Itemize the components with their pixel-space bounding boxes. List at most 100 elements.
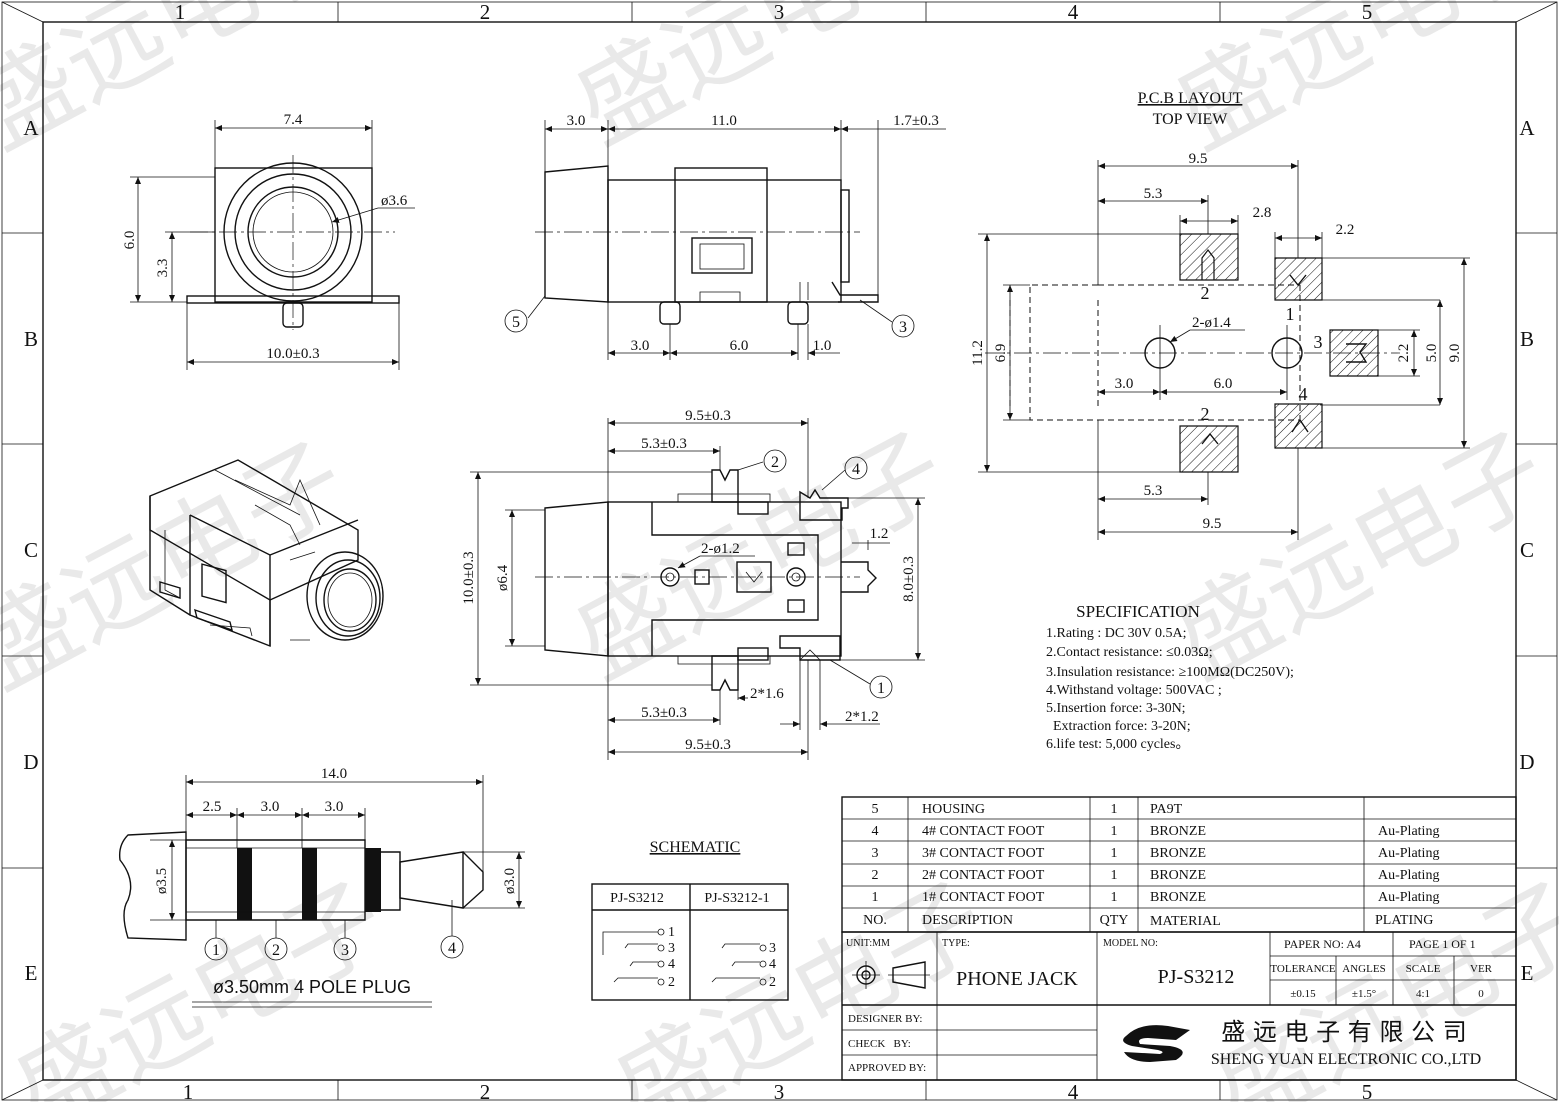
schematic-pin: 3 bbox=[668, 941, 675, 956]
dim-label: 3.0 bbox=[1115, 376, 1134, 392]
bom-cell: Au-Plating bbox=[1378, 890, 1439, 905]
bom-cell: 1 bbox=[1111, 846, 1118, 861]
balloon-number: 3 bbox=[899, 319, 907, 336]
bom-header-cell: NO. bbox=[863, 913, 887, 928]
plug-caption: ø3.50mm 4 POLE PLUG bbox=[213, 977, 411, 997]
dim-label: 9.5 bbox=[1189, 151, 1208, 167]
bom-cell: Au-Plating bbox=[1378, 868, 1439, 883]
bottom-view: 9.5±0.3 5.3±0.3 10.0±0.3 ø6.4 2-ø1.2 1.2… bbox=[461, 408, 925, 760]
paper-label: PAPER NO: A4 bbox=[1284, 937, 1361, 951]
zone-row-label: B bbox=[1520, 327, 1534, 351]
balloon bbox=[264, 937, 288, 961]
schematic-pin: 4 bbox=[769, 957, 776, 972]
balloon-number: 1 bbox=[877, 680, 885, 697]
zone-row-label: E bbox=[25, 961, 38, 985]
unit-label: UNIT:MM bbox=[846, 938, 890, 949]
plug-insulator-ring bbox=[302, 848, 317, 920]
schematic-title: SCHEMATIC bbox=[650, 839, 741, 856]
bom-cell: 1 bbox=[1111, 890, 1118, 905]
zone-col-label: 4 bbox=[1068, 1080, 1079, 1102]
dim-label: 1.0 bbox=[813, 338, 832, 354]
bom-table: 5 HOUSING 1 PA9T 4 4# CONTACT FOOT 1 BRO… bbox=[841, 796, 1517, 933]
dim-label: 6.0 bbox=[122, 231, 138, 250]
scale-value: 4:1 bbox=[1416, 988, 1430, 1000]
watermark-text: 盛远电子 bbox=[556, 410, 964, 701]
bom-cell: Au-Plating bbox=[1378, 846, 1439, 861]
dim-label: 1.2 bbox=[870, 526, 889, 542]
zone-col-label: 2 bbox=[480, 0, 491, 24]
balloon-number: 5 bbox=[512, 314, 520, 331]
bom-cell: Au-Plating bbox=[1378, 824, 1439, 839]
dim-label: 3.0 bbox=[567, 113, 586, 129]
dim-label: 2*1.6 bbox=[750, 686, 784, 702]
balloon bbox=[763, 449, 787, 473]
bom-cell: BRONZE bbox=[1150, 890, 1206, 905]
side-view: 3.0 11.0 1.7±0.3 3.0 6.0 1.0 5 3 bbox=[504, 113, 946, 360]
bom-cell: 1 bbox=[1111, 868, 1118, 883]
pad-label: 4 bbox=[1299, 384, 1308, 404]
bom-cell: HOUSING bbox=[922, 802, 985, 817]
zone-row-label: E bbox=[1521, 961, 1534, 985]
balloon bbox=[504, 309, 528, 333]
zone-row-label: A bbox=[23, 116, 39, 140]
dim-label: 6.9 bbox=[993, 344, 1009, 363]
zone-col-label: 5 bbox=[1362, 0, 1373, 24]
dim-label: 2*1.2 bbox=[845, 709, 879, 725]
bom-cell: 1 bbox=[1111, 802, 1118, 817]
approved-label: APPROVED BY: bbox=[848, 1062, 926, 1074]
plug-drawing: 14.0 2.5 3.0 3.0 ø3.5 ø3.0 1 2 3 4 ø3.50… bbox=[118, 766, 525, 1008]
dim-label: ø3.6 bbox=[381, 193, 408, 209]
dim-label: 10.0±0.3 bbox=[266, 346, 319, 362]
dim-label: 10.0±0.3 bbox=[461, 551, 477, 604]
pcb-subtitle: TOP VIEW bbox=[1153, 111, 1229, 128]
bom-header-cell: DESCRIPTION bbox=[922, 913, 1013, 928]
scale-label: SCALE bbox=[1406, 963, 1441, 975]
dim-label: 3.0 bbox=[261, 799, 280, 815]
zone-col-label: 3 bbox=[774, 1080, 785, 1102]
angles-value: ±1.5° bbox=[1352, 988, 1376, 1000]
dim-label: 2.5 bbox=[203, 799, 222, 815]
pad-label: 1 bbox=[1286, 304, 1295, 324]
dim-label: 2-ø1.4 bbox=[1192, 315, 1231, 331]
company-name-en: SHENG YUAN ELECTRONIC CO.,LTD bbox=[1211, 1051, 1481, 1068]
pad-label: 3 bbox=[1314, 332, 1323, 352]
balloon bbox=[869, 675, 893, 699]
bom-cell: 3 bbox=[872, 846, 879, 861]
dim-label: 9.5 bbox=[1203, 516, 1222, 532]
page-label: PAGE 1 OF 1 bbox=[1409, 937, 1476, 951]
balloon-number: 1 bbox=[212, 942, 220, 959]
company-name-cn: 盛 远 电 子 有 限 公 司 bbox=[1221, 1018, 1466, 1046]
pcb-layout: P.C.B LAYOUT TOP VIEW 2 1 3 2 4 9.5 bbox=[970, 90, 1470, 540]
spec-line: 5.Insertion force: 3-30N; bbox=[1046, 701, 1186, 716]
dim-label: 11.0 bbox=[711, 113, 737, 129]
spec-line: 2.Contact resistance: ≤0.03Ω; bbox=[1046, 645, 1213, 660]
plug-insulator-ring bbox=[365, 848, 381, 912]
watermark-text: 盛远电子 bbox=[0, 420, 364, 711]
spec-line: 4.Withstand voltage: 500VAC ; bbox=[1046, 683, 1222, 698]
pad-label: 2 bbox=[1201, 404, 1210, 424]
dim-label: ø3.0 bbox=[502, 868, 518, 894]
balloon-number: 3 bbox=[341, 942, 349, 959]
bom-cell: 2 bbox=[872, 868, 879, 883]
dim-label: 2.2 bbox=[1396, 344, 1412, 363]
dim-label: 6.0 bbox=[1214, 376, 1233, 392]
schematic-pin: 2 bbox=[668, 975, 675, 990]
balloon bbox=[844, 456, 868, 480]
dim-label: 5.3±0.3 bbox=[641, 705, 687, 721]
balloon bbox=[333, 937, 357, 961]
title-block: UNIT:MM TYPE: PHONE JACK MODEL NO: PJ-S3… bbox=[841, 931, 1517, 1081]
bom-cell: BRONZE bbox=[1150, 846, 1206, 861]
model-label: MODEL NO: bbox=[1103, 938, 1158, 949]
isometric-view bbox=[149, 459, 384, 648]
dim-label: 3.0 bbox=[631, 338, 650, 354]
schematic-pin: 1 bbox=[668, 925, 675, 940]
dim-label: 2.2 bbox=[1336, 222, 1355, 238]
zone-col-label: 5 bbox=[1362, 1080, 1373, 1102]
bom-header-cell: PLATING bbox=[1375, 913, 1433, 928]
type-value: PHONE JACK bbox=[956, 968, 1078, 990]
bom-cell: BRONZE bbox=[1150, 868, 1206, 883]
bom-cell: 1 bbox=[1111, 824, 1118, 839]
dim-label: 8.0±0.3 bbox=[901, 556, 917, 602]
ver-value: 0 bbox=[1478, 988, 1484, 1000]
